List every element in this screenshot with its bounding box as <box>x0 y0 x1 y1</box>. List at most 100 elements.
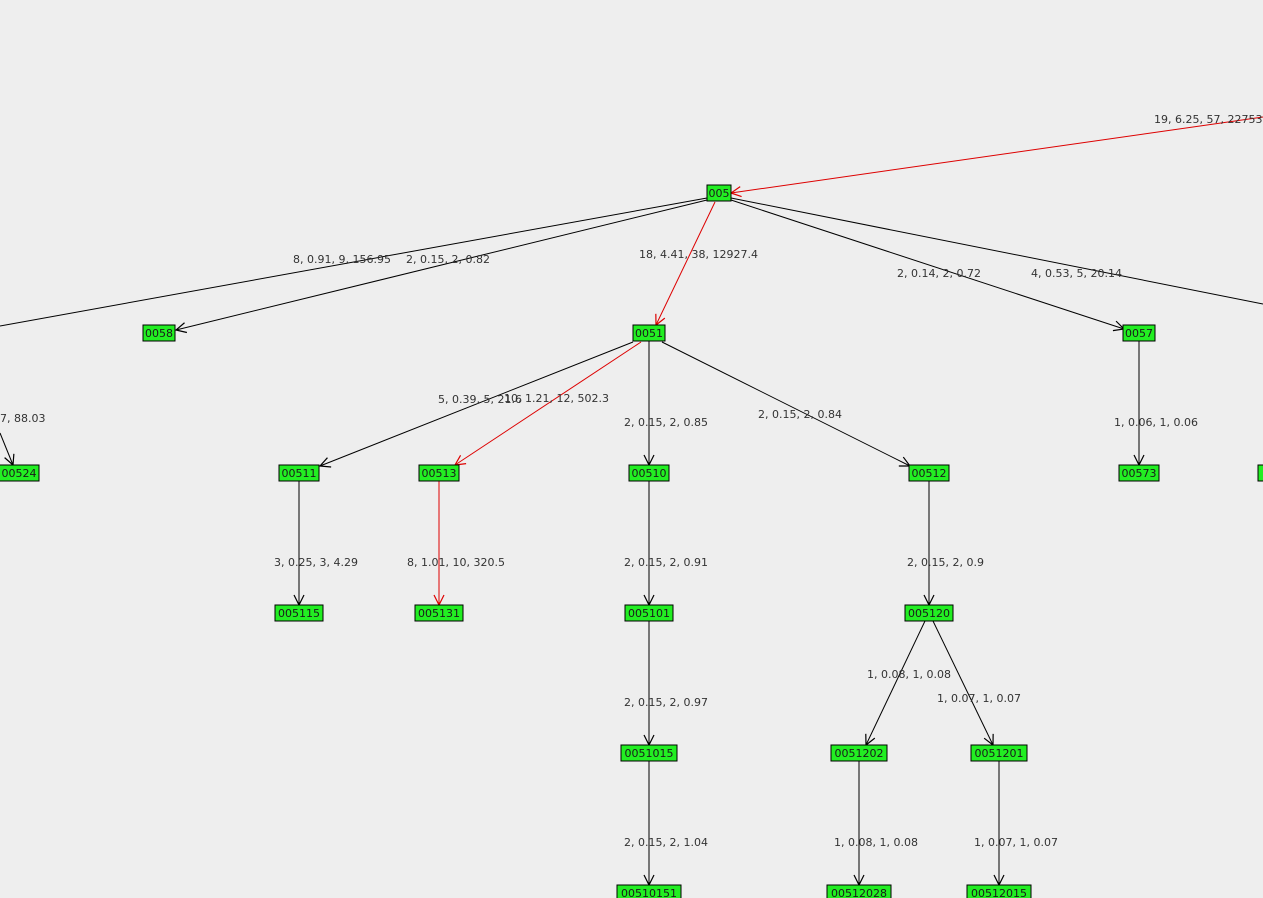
node-box <box>966 884 1032 898</box>
node-label: 00573 <box>1122 467 1157 480</box>
node-label: 0051202 <box>835 747 884 760</box>
edge-label-0057-00573: 1, 0.06, 1, 0.06 <box>1114 416 1198 429</box>
edge-0051-00512 <box>661 341 910 466</box>
node-0057[interactable]: 0057 <box>1122 324 1156 342</box>
node-label: 005131 <box>418 607 460 620</box>
edge-label-005120-0051201: 1, 0.07, 1, 0.07 <box>937 692 1021 705</box>
edge-label-005-0057: 2, 0.14, 2, 0.72 <box>897 267 981 280</box>
node-label: 00512028 <box>831 887 887 898</box>
node-00524[interactable]: 00524 <box>0 464 40 482</box>
node-box <box>970 744 1028 762</box>
node-box <box>632 324 666 342</box>
node-box <box>418 464 460 482</box>
node-box <box>274 604 324 622</box>
node-label: 005115 <box>278 607 320 620</box>
edge-005-left <box>0 197 708 327</box>
node-label: 00513 <box>422 467 457 480</box>
edge-label-005120-0051202: 1, 0.08, 1, 0.08 <box>867 668 951 681</box>
nodes-layer: 005 0051 0058 0057 00524 00511 00513 00510 00512… <box>0 184 1263 898</box>
node-00510[interactable]: 00510 <box>628 464 670 482</box>
node-label: 0051201 <box>975 747 1024 760</box>
edge-label-005-right: 4, 0.53, 5, 20.14 <box>1031 267 1122 280</box>
edge-label-0051-00511: 5, 0.39, 5, 21.6 <box>438 393 522 406</box>
edge-label-00511-005115: 3, 0.25, 3, 4.29 <box>274 556 358 569</box>
edge-0051-00511 <box>320 341 634 466</box>
node-00512[interactable]: 00512 <box>908 464 950 482</box>
edge-label-0051201-00512015: 1, 0.07, 1, 0.07 <box>974 836 1058 849</box>
node-label: 005101 <box>628 607 670 620</box>
node-label: 0058 <box>145 327 173 340</box>
node-label: 00510151 <box>621 887 677 898</box>
node-005101[interactable]: 005101 <box>624 604 674 622</box>
node-00513[interactable]: 00513 <box>418 464 460 482</box>
edge-005-0051 <box>656 201 716 325</box>
edge-label-in-005: 19, 6.25, 57, 22753. <box>1154 113 1263 126</box>
edge-005-0057 <box>730 199 1124 329</box>
node-0051[interactable]: 0051 <box>632 324 666 342</box>
node-box <box>278 464 320 482</box>
edge-0051-00513 <box>455 341 642 465</box>
node-box <box>830 744 888 762</box>
node-right-edge-node[interactable] <box>1257 464 1263 482</box>
node-label: 005120 <box>908 607 950 620</box>
edge-label-0051-00512: 2, 0.15, 2, 0.84 <box>758 408 842 421</box>
node-box <box>706 184 732 202</box>
node-box <box>624 604 674 622</box>
node-005115[interactable]: 005115 <box>274 604 324 622</box>
edge-label-0051-00510: 2, 0.15, 2, 0.85 <box>624 416 708 429</box>
node-005131[interactable]: 005131 <box>414 604 464 622</box>
edge-labels-layer: 19, 6.25, 57, 22753. 8, 0.91, 9, 156.95 2,… <box>0 113 1263 849</box>
node-0058[interactable]: 0058 <box>142 324 176 342</box>
node-label: 00524 <box>2 467 37 480</box>
edge-label-00510-005101: 2, 0.15, 2, 0.91 <box>624 556 708 569</box>
node-box <box>142 324 176 342</box>
node-box <box>826 884 892 898</box>
edge-label-005-left: 8, 0.91, 9, 156.95 <box>293 253 391 266</box>
node-0051201[interactable]: 0051201 <box>970 744 1028 762</box>
node-00511[interactable]: 00511 <box>278 464 320 482</box>
node-label: 0051 <box>635 327 663 340</box>
edge-label-005-0058: 2, 0.15, 2, 0.82 <box>406 253 490 266</box>
edge-label-005101-0051015: 2, 0.15, 2, 0.97 <box>624 696 708 709</box>
edge-label-0051202-00512028: 1, 0.08, 1, 0.08 <box>834 836 918 849</box>
node-00573[interactable]: 00573 <box>1118 464 1160 482</box>
node-label: 0051015 <box>625 747 674 760</box>
node-label: 00510 <box>632 467 667 480</box>
node-box <box>414 604 464 622</box>
node-label: 00511 <box>282 467 317 480</box>
edge-005-0058 <box>176 199 708 330</box>
node-box <box>1118 464 1160 482</box>
node-00512028[interactable]: 00512028 <box>826 884 892 898</box>
node-box <box>1257 464 1263 482</box>
edges-layer <box>0 116 1263 885</box>
node-005120[interactable]: 005120 <box>904 604 954 622</box>
node-0051015[interactable]: 0051015 <box>620 744 678 762</box>
edge-005-right <box>730 197 1263 305</box>
edge-label-0051-00513: 10, 1.21, 12, 502.3 <box>504 392 609 405</box>
node-005[interactable]: 005 <box>706 184 732 202</box>
node-label: 00512015 <box>971 887 1027 898</box>
node-00512015[interactable]: 00512015 <box>966 884 1032 898</box>
node-box <box>908 464 950 482</box>
node-box <box>620 744 678 762</box>
edge-label-00513-005131: 8, 1.01, 10, 320.5 <box>407 556 505 569</box>
node-box <box>616 884 682 898</box>
node-box <box>1122 324 1156 342</box>
edge-label-00512-005120: 2, 0.15, 2, 0.9 <box>907 556 984 569</box>
node-00510151[interactable]: 00510151 <box>616 884 682 898</box>
node-label: 005 <box>709 187 730 200</box>
edge-005120-0051201 <box>932 620 993 745</box>
edge-left-00524 <box>0 432 13 465</box>
edge-label-left-00524: 7, 88.03 <box>0 412 45 425</box>
node-label: 00512 <box>912 467 947 480</box>
node-box <box>628 464 670 482</box>
edge-label-0051015-00510151: 2, 0.15, 2, 1.04 <box>624 836 708 849</box>
node-box <box>0 464 40 482</box>
node-box <box>904 604 954 622</box>
edge-005120-0051202 <box>866 620 926 745</box>
edge-label-005-0051: 18, 4.41, 38, 12927.4 <box>639 248 758 261</box>
node-0051202[interactable]: 0051202 <box>830 744 888 762</box>
node-label: 0057 <box>1125 327 1153 340</box>
edge-in-005 <box>731 116 1263 193</box>
